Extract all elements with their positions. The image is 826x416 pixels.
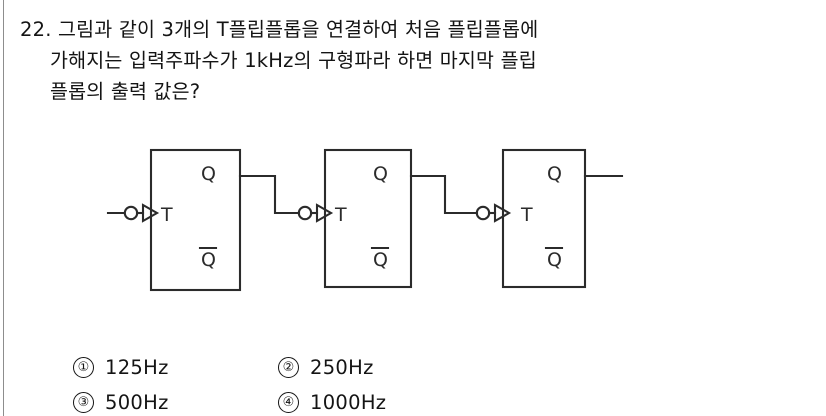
wire-ff2-q-to-ff3-t <box>409 174 479 215</box>
answer-choice-2[interactable]: ② 250Hz <box>278 356 528 379</box>
flip-flop-2 <box>297 148 413 289</box>
flip-flop-1-t-label: T <box>160 204 173 226</box>
flip-flop-3-qbar-label: Q <box>547 249 562 271</box>
question-line-3: 플롭의 출력 값은? <box>50 80 201 103</box>
flip-flop-1-invert-bubble <box>123 205 139 221</box>
t-flip-flop-chain-diagram: T Q Q T Q Q T Q Q <box>0 130 826 315</box>
flip-flop-3 <box>475 148 587 289</box>
flip-flop-3-t-label: T <box>520 204 533 226</box>
flip-flop-1-body <box>149 148 242 292</box>
answer-choice-2-label: 250Hz <box>310 356 374 379</box>
flip-flop-3-invert-bubble <box>475 205 491 221</box>
flip-flop-2-invert-bubble <box>297 205 313 221</box>
question-line-2: 가해지는 입력주파수가 1kHz의 구형파라 하면 마지막 플립 <box>50 49 537 72</box>
flip-flop-2-q-label: Q <box>373 163 388 185</box>
flip-flop-2-qbar-label: Q <box>373 249 388 271</box>
answer-choice-1-marker: ① <box>73 357 94 378</box>
answer-choice-1[interactable]: ① 125Hz <box>73 356 278 379</box>
answer-choice-1-label: 125Hz <box>105 356 169 379</box>
question-text-block: 22. 그림과 같이 3개의 T플립플롭을 연결하여 처음 플립플롭에 가해지는… <box>20 14 620 107</box>
flip-flop-3-q-label: Q <box>547 163 562 185</box>
answer-choice-2-marker: ② <box>278 357 299 378</box>
page-left-rule <box>3 0 4 416</box>
answer-choice-list: ① 125Hz ② 250Hz ③ 500Hz ④ 1000Hz <box>73 350 633 416</box>
answer-choice-row-2: ③ 500Hz ④ 1000Hz <box>73 385 633 416</box>
answer-choice-3-label: 500Hz <box>105 391 169 414</box>
flip-flop-3-body <box>501 148 587 289</box>
answer-choice-3[interactable]: ③ 500Hz <box>73 391 278 414</box>
answer-choice-row-1: ① 125Hz ② 250Hz <box>73 350 633 385</box>
wire-ff1-q-to-ff2-t <box>238 174 301 215</box>
flip-flop-1-qbar-label: Q <box>201 249 216 271</box>
answer-choice-3-marker: ③ <box>73 392 94 413</box>
answer-choice-4-marker: ④ <box>278 392 299 413</box>
flip-flop-2-body <box>323 148 413 289</box>
answer-choice-4[interactable]: ④ 1000Hz <box>278 391 528 414</box>
flip-flop-1-q-label: Q <box>201 163 216 185</box>
flip-flop-2-t-label: T <box>334 204 347 226</box>
flip-flop-1 <box>123 148 242 292</box>
question-line-1: 22. 그림과 같이 3개의 T플립플롭을 연결하여 처음 플립플롭에 <box>20 18 539 41</box>
answer-choice-4-label: 1000Hz <box>310 391 387 414</box>
